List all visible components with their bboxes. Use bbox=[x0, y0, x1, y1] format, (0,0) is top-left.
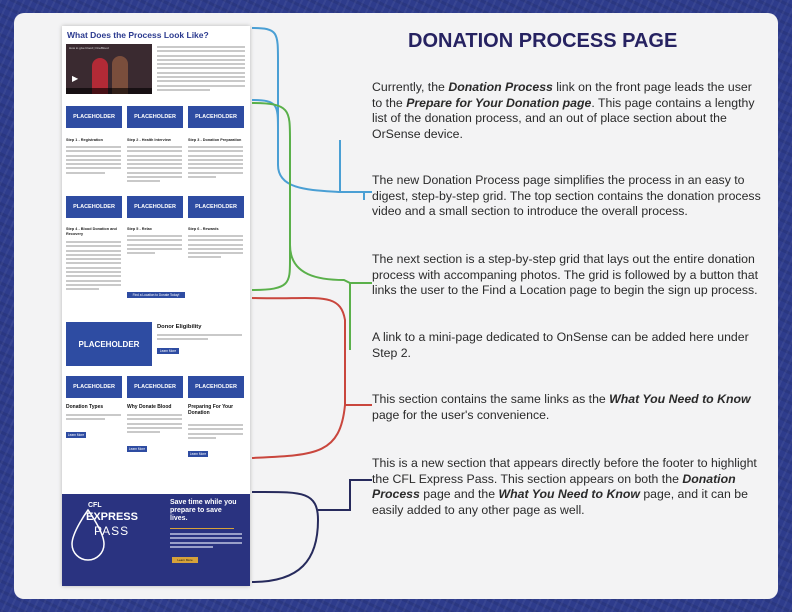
eligibility-learn-more-button[interactable]: Learn More bbox=[157, 348, 179, 354]
step-5-text bbox=[127, 235, 182, 256]
donation-types-image: PLACEHOLDER bbox=[66, 376, 122, 398]
step-3-label: Step 3 - Donation Preparation bbox=[188, 138, 242, 142]
video-person-1 bbox=[92, 58, 108, 94]
eligibility-text bbox=[157, 334, 242, 343]
bracket-red bbox=[251, 296, 372, 459]
step-1-text bbox=[66, 146, 121, 176]
step-4-label: Step 4 - Blood Donation and Recovery bbox=[66, 227, 117, 236]
why-donate-image: PLACEHOLDER bbox=[127, 376, 183, 398]
eligibility-heading: Donor Eligibility bbox=[157, 324, 202, 330]
express-pass-learn-more[interactable]: Learn More bbox=[172, 557, 198, 563]
step-1-image: PLACEHOLDER bbox=[66, 106, 122, 128]
play-icon[interactable]: ▶ bbox=[72, 74, 79, 83]
video-player[interactable]: How to give blood | OneBlood ▶ bbox=[66, 44, 152, 94]
step-4-image: PLACEHOLDER bbox=[66, 196, 122, 218]
express-pass-headline: Save time while you prepare to save live… bbox=[170, 499, 237, 523]
video-control-bar[interactable] bbox=[66, 88, 152, 94]
express-pass-drop-logo bbox=[71, 508, 105, 561]
video-title: How to give blood | OneBlood bbox=[69, 46, 109, 50]
bracket-green bbox=[251, 102, 372, 350]
bracket-blue bbox=[251, 27, 372, 200]
step-6-image: PLACEHOLDER bbox=[188, 196, 244, 218]
step-2-text bbox=[127, 146, 182, 185]
step-3-text bbox=[188, 146, 243, 180]
preparing-heading: Preparing For Your Donation bbox=[188, 404, 234, 416]
express-pass-text bbox=[170, 533, 242, 550]
express-pass-brand-top: CFL bbox=[88, 502, 102, 509]
express-pass-section: CFL EXPRESS PASS Save time while you pre… bbox=[62, 494, 250, 586]
description-express-pass: This is a new section that appears direc… bbox=[372, 456, 757, 517]
video-person-2 bbox=[112, 56, 128, 94]
bracket-green-lower bbox=[251, 245, 291, 291]
step-6-text bbox=[188, 235, 243, 261]
description-links-section: This section contains the same links as … bbox=[372, 392, 751, 422]
find-location-button[interactable]: Find a Location to Donate Today! bbox=[127, 292, 185, 298]
step-2-label: Step 2 - Health Interview bbox=[127, 138, 171, 142]
why-donate-text bbox=[127, 414, 182, 435]
preparing-text bbox=[188, 424, 243, 441]
why-donate-learn-more[interactable]: Learn More bbox=[127, 446, 147, 452]
description-onsense-link: A link to a mini-page dedicated to OnSen… bbox=[372, 330, 749, 360]
intro-text bbox=[157, 46, 245, 93]
step-5-label: Step 5 - Relax bbox=[127, 227, 152, 231]
express-pass-brand-mid: EXPRESS bbox=[86, 511, 138, 523]
step-2-image: PLACEHOLDER bbox=[127, 106, 183, 128]
preparing-learn-more[interactable]: Learn More bbox=[188, 451, 208, 457]
donation-types-text bbox=[66, 414, 121, 423]
mockup-page-title: What Does the Process Look Like? bbox=[67, 30, 209, 40]
donation-types-heading: Donation Types bbox=[66, 404, 104, 410]
donation-types-learn-more[interactable]: Learn More bbox=[66, 432, 86, 438]
step-4-text bbox=[66, 241, 121, 293]
step-3-image: PLACEHOLDER bbox=[188, 106, 244, 128]
step-5-image: PLACEHOLDER bbox=[127, 196, 183, 218]
description-current: Currently, the Donation Process link on … bbox=[372, 80, 755, 141]
preparing-image: PLACEHOLDER bbox=[188, 376, 244, 398]
description-step-grid: The next section is a step-by-step grid … bbox=[372, 252, 758, 298]
page-title: DONATION PROCESS PAGE bbox=[408, 30, 678, 52]
express-pass-brand-bot: PASS bbox=[94, 524, 130, 538]
step-6-label: Step 6 - Rewards bbox=[188, 227, 219, 231]
step-1-label: Step 1 - Registration bbox=[66, 138, 103, 142]
eligibility-image: PLACEHOLDER bbox=[66, 322, 152, 366]
why-donate-heading: Why Donate Blood bbox=[127, 404, 172, 410]
webpage-mockup: What Does the Process Look Like? How to … bbox=[62, 26, 250, 586]
express-pass-divider bbox=[170, 528, 234, 529]
bracket-blue-lower bbox=[251, 99, 279, 165]
bracket-navy bbox=[251, 479, 372, 583]
description-new-page: The new Donation Process page simplifies… bbox=[372, 173, 761, 219]
